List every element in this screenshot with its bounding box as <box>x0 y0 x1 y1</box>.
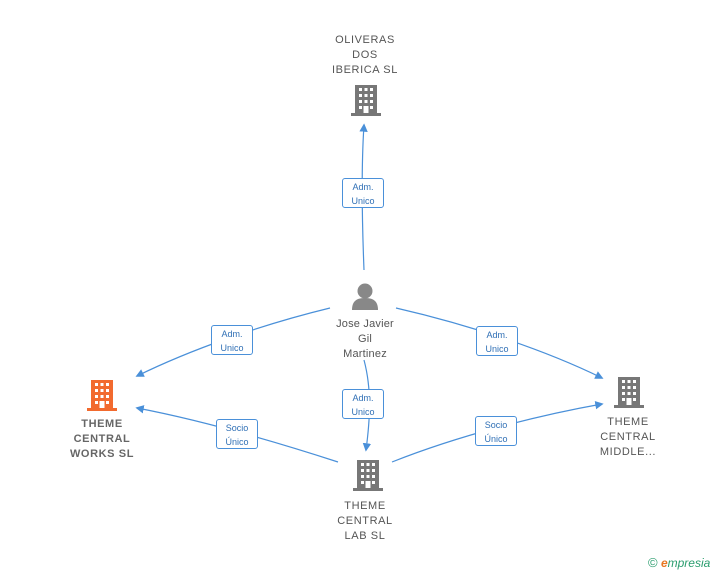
node-label-line: DOS <box>352 49 378 61</box>
edge-label-jose-lab: Adm. Unico <box>342 389 384 419</box>
node-label-line: CENTRAL <box>73 433 131 445</box>
node-label-oliveras[interactable]: OLIVERAS DOS IBERICA SL <box>315 33 415 78</box>
edge-label-line: Unico <box>351 407 375 417</box>
brand-watermark: © empresia <box>648 555 710 570</box>
building-icon-works[interactable] <box>87 380 117 411</box>
edge-label-line: Adm. <box>352 393 374 403</box>
copyright-symbol: © <box>648 555 658 570</box>
node-label-line: MIDDLE... <box>599 446 657 458</box>
node-label-line: LAB SL <box>344 530 386 542</box>
node-label-line: Martinez <box>343 348 387 360</box>
node-label-line: OLIVERAS <box>335 34 395 46</box>
node-label-line: Jose Javier <box>336 318 394 330</box>
edge-label-line: Único <box>484 434 508 444</box>
edge-label-line: Socio <box>225 423 249 433</box>
brand-logo-initial: e <box>660 556 668 570</box>
edge-label-line: Adm. <box>221 329 243 339</box>
node-label-jose[interactable]: Jose Javier Gil Martinez <box>315 317 415 362</box>
node-label-line: WORKS SL <box>69 448 135 460</box>
edge-label-line: Unico <box>351 196 375 206</box>
node-label-middle[interactable]: THEME CENTRAL MIDDLE... <box>578 415 678 460</box>
edge-label-line: Unico <box>220 343 244 353</box>
edge-label-jose-middle: Adm. Unico <box>476 326 518 356</box>
node-label-lab[interactable]: THEME CENTRAL LAB SL <box>315 499 415 544</box>
node-label-line: THEME <box>81 418 123 430</box>
edge-label-line: Socio <box>484 420 508 430</box>
edge-label-line: Adm. <box>352 182 374 192</box>
building-icon-oliveras[interactable] <box>351 85 381 116</box>
node-label-line: CENTRAL <box>337 515 393 527</box>
person-icon-jose[interactable] <box>352 283 378 311</box>
edge-label-jose-works: Adm. Unico <box>211 325 253 355</box>
node-label-line: Gil <box>357 333 373 345</box>
node-label-works[interactable]: THEME CENTRAL WORKS SL <box>52 417 152 462</box>
building-icon-lab[interactable] <box>353 460 383 491</box>
edge-label-lab-works: Socio Único <box>216 419 258 449</box>
edge-label-line: Unico <box>485 344 509 354</box>
edge-label-line: Adm. <box>486 330 508 340</box>
brand-logo-text: mpresia <box>667 556 711 570</box>
building-icon-middle[interactable] <box>614 377 644 408</box>
edge-label-line: Único <box>225 437 249 447</box>
node-label-line: THEME <box>607 416 649 428</box>
node-label-line: CENTRAL <box>600 431 656 443</box>
node-label-line: IBERICA SL <box>332 64 398 76</box>
edge-label-lab-middle: Socio Único <box>475 416 517 446</box>
node-label-line: THEME <box>344 500 386 512</box>
edge-label-jose-oliveras: Adm. Unico <box>342 178 384 208</box>
